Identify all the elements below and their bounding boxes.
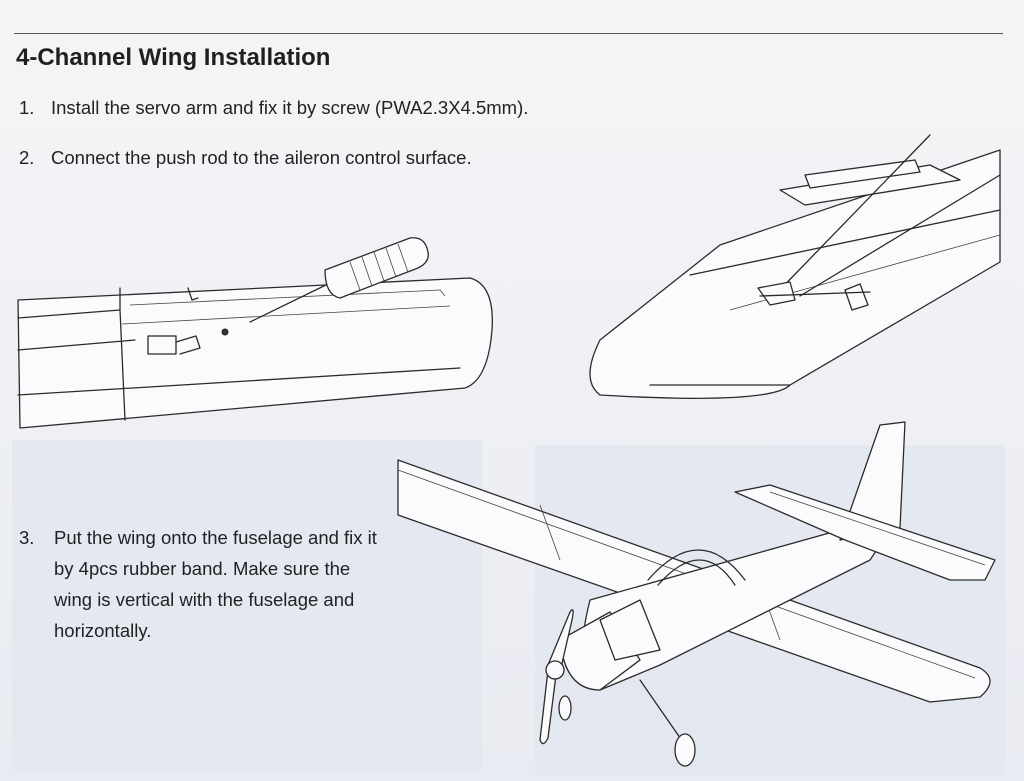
step-text: Install the servo arm and fix it by scre…	[51, 97, 529, 118]
servo-assembly	[147, 287, 229, 355]
step-number: 2.	[19, 147, 35, 168]
top-rule	[14, 33, 1003, 34]
section-title: 4-Channel Wing Installation	[16, 44, 331, 71]
tail	[734, 421, 996, 581]
step-3: 3. Put the wing onto the fuselage and fi…	[19, 522, 379, 646]
step-number: 3.	[19, 527, 35, 548]
step-number: 1.	[19, 97, 35, 118]
step-1: 1. Install the servo arm and fix it by s…	[19, 92, 659, 123]
step-text: Connect the push rod to the aileron cont…	[51, 147, 472, 168]
wing-outline	[17, 277, 493, 429]
propeller	[539, 609, 574, 745]
step-2: 2. Connect the push rod to the aileron c…	[19, 142, 499, 173]
step-text: Put the wing onto the fuselage and fix i…	[54, 527, 377, 641]
fuselage	[559, 529, 881, 691]
landing-gear	[558, 679, 696, 767]
pushrod-icon	[757, 134, 1001, 311]
screwdriver-icon	[249, 237, 429, 323]
